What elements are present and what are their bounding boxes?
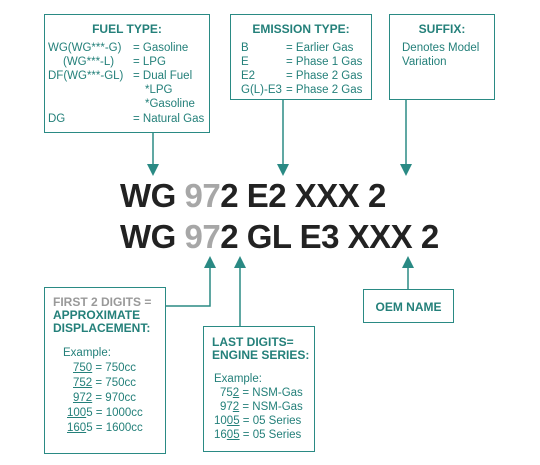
code-2-displacement: 97 [184, 218, 221, 255]
emission-value-0: = Earlier Gas [286, 42, 354, 54]
last-digits-row: 1005 = 05 Series [214, 415, 302, 427]
emission-code-3: G(L)-E3 [241, 84, 282, 96]
last-digits-row: 752 = NSM-Gas [220, 387, 303, 399]
suffix-box: SUFFIX: Denotes Model Variation [389, 14, 495, 100]
code-1-rest: 2 E2 XXX 2 [220, 177, 386, 214]
suffix-line-0: Denotes Model [402, 42, 480, 54]
fuel-value-3: *LPG [145, 84, 173, 96]
first-digits-title-3: DISPLACEMENT: [53, 321, 151, 335]
last-digits-box: LAST DIGITS= ENGINE SERIES: Example: 752… [203, 326, 315, 452]
code-1-prefix: WG [120, 177, 185, 214]
first-digits-title-1: FIRST 2 DIGITS = [53, 295, 152, 309]
fuel-value-2: = Dual Fuel [133, 70, 193, 82]
emission-type-box: EMISSION TYPE: B = Earlier Gas E = Phase… [230, 14, 372, 100]
code-1-displacement: 97 [184, 177, 221, 214]
oem-name-title: OEM NAME [375, 300, 442, 314]
fuel-value-5: = Natural Gas [133, 113, 205, 125]
model-code-line-1: WG 972 E2 XXX 2 [120, 177, 386, 215]
code-2-prefix: WG [120, 218, 185, 255]
code-2-rest: 2 GL E3 XXX 2 [220, 218, 439, 255]
last-digits-example-label: Example: [214, 373, 262, 385]
emission-code-0: B [241, 42, 249, 54]
fuel-value-4: *Gasoline [145, 98, 195, 110]
last-digits-title-2: ENGINE SERIES: [212, 348, 310, 362]
last-digits-row: 1605 = 05 Series [214, 429, 302, 441]
first-digits-arrow [165, 256, 216, 307]
emission-value-2: = Phase 2 Gas [286, 70, 363, 82]
first-digits-title-2: APPROXIMATE [53, 308, 141, 322]
first-digits-example-label: Example: [63, 347, 111, 359]
first-digits-row: 1605 = 1600cc [67, 422, 143, 434]
oem-name-box: OEM NAME [363, 289, 454, 323]
fuel-code-5: DG [48, 113, 66, 125]
suffix-line-1: Variation [402, 56, 447, 68]
fuel-code-1: (WG***-L) [63, 56, 115, 68]
fuel-type-title: FUEL TYPE: [92, 22, 162, 36]
emission-code-2: E2 [241, 70, 256, 82]
first-digits-row: 750 = 750cc [73, 362, 136, 374]
last-digits-row: 972 = NSM-Gas [220, 401, 303, 413]
first-digits-box: FIRST 2 DIGITS = APPROXIMATE DISPLACEMEN… [44, 287, 166, 454]
fuel-code-0: WG(WG***-G) [48, 42, 122, 54]
first-digits-row: 1005 = 1000cc [67, 407, 143, 419]
emission-type-title: EMISSION TYPE: [252, 22, 350, 36]
first-digits-row: 972 = 970cc [73, 392, 136, 404]
last-digits-title-1: LAST DIGITS= [212, 335, 294, 349]
emission-code-1: E [241, 56, 249, 68]
suffix-title: SUFFIX: [418, 22, 466, 36]
emission-value-1: = Phase 1 Gas [286, 56, 363, 68]
fuel-value-1: = LPG [133, 56, 166, 68]
fuel-code-2: DF(WG***-GL) [48, 70, 124, 82]
fuel-value-0: = Gasoline [133, 42, 189, 54]
model-code-line-2: WG 972 GL E3 XXX 2 [120, 218, 439, 256]
first-digits-row: 752 = 750cc [73, 377, 136, 389]
emission-value-3: = Phase 2 Gas [286, 84, 363, 96]
fuel-type-box: FUEL TYPE: WG(WG***-G) = Gasoline (WG***… [44, 14, 210, 133]
